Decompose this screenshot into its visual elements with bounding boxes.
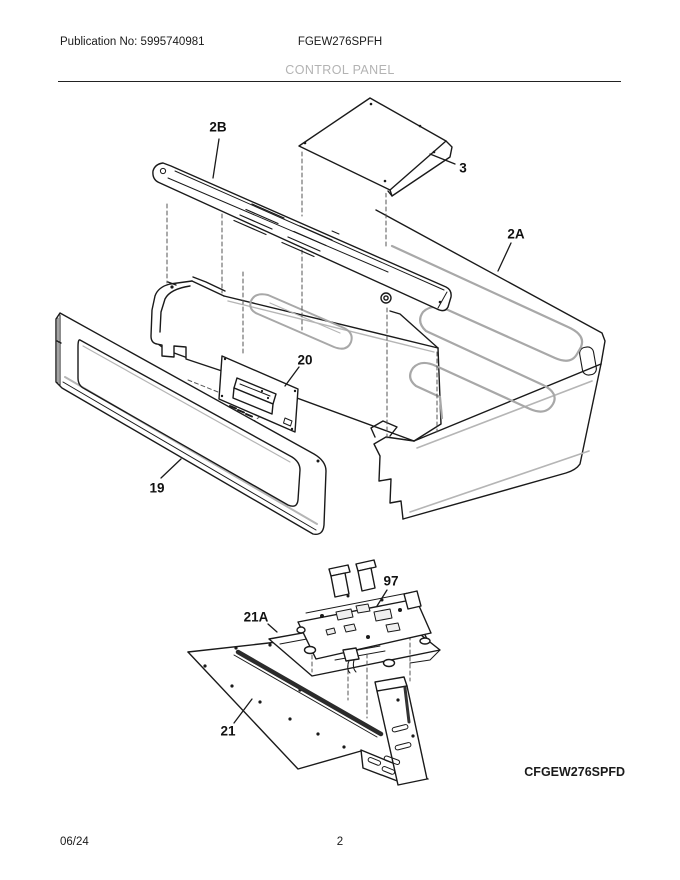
part-19-control-panel [55,312,327,535]
diagram-variant-code: CFGEW276SPFD [524,765,625,779]
part-2b-vent-trim [152,162,452,312]
publication-number: Publication No: 5995740981 [60,36,205,48]
part-2a-left-bracket [150,276,226,372]
part-21-mounting-plate [187,625,433,786]
part-97-oven-control-board [296,559,432,674]
footer-date: 06/24 [60,836,89,848]
footer-page-number: 2 [336,836,344,848]
part-2a-top-panel [150,209,606,524]
page-title: CONTROL PANEL [285,63,395,77]
callout-leader-lines [160,138,512,724]
title-divider [58,81,621,82]
part-3-cover [298,97,453,197]
model-number: FGEW276SPFH [297,36,383,48]
part-20-control-board [218,355,299,433]
